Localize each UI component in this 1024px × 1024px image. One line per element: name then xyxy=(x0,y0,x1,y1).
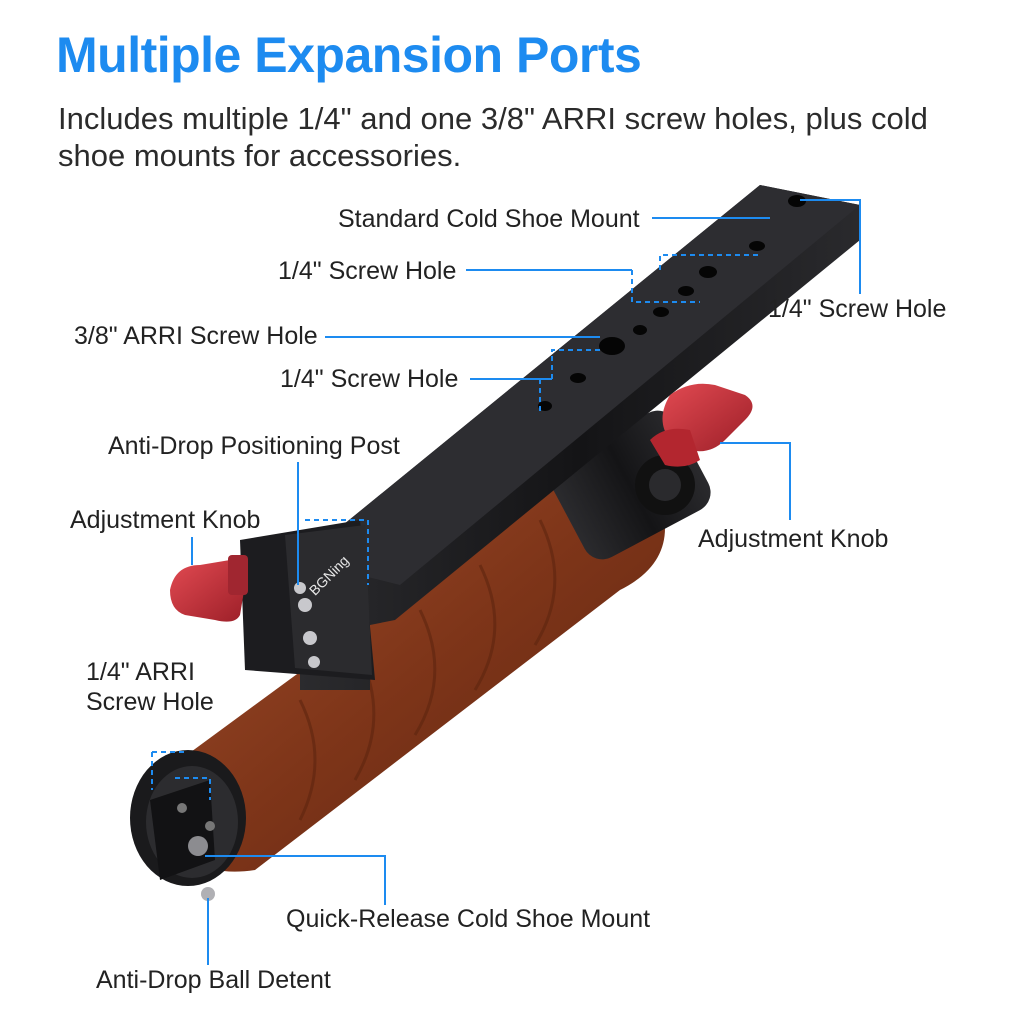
callout-screw-hole-top: 1/4" Screw Hole xyxy=(278,257,457,285)
callout-screw-hole-mid: 1/4" Screw Hole xyxy=(280,365,459,393)
right-adjustment-knob xyxy=(650,383,753,467)
callout-screw-hole-right: 1/4" Screw Hole xyxy=(768,295,947,323)
callout-anti-drop-post: Anti-Drop Positioning Post xyxy=(108,432,400,460)
handle-end-cap xyxy=(130,750,246,901)
callout-adjustment-knob-left: Adjustment Knob xyxy=(70,506,261,534)
left-adjustment-knob xyxy=(170,555,248,622)
leader-lines xyxy=(151,199,861,965)
callout-quick-release: Quick-Release Cold Shoe Mount xyxy=(286,905,651,933)
page-subtitle: Includes multiple 1/4" and one 3/8" ARRI… xyxy=(58,101,928,173)
top-rail xyxy=(300,185,860,690)
front-mount: BGNing xyxy=(240,520,375,680)
callout-arri-38: 3/8" ARRI Screw Hole xyxy=(74,322,318,350)
page-title: Multiple Expansion Ports xyxy=(56,27,642,83)
callout-arri-14: 1/4" ARRI Screw Hole xyxy=(86,658,214,716)
callout-adjustment-knob-right: Adjustment Knob xyxy=(698,525,889,553)
callout-standard-cold-shoe: Standard Cold Shoe Mount xyxy=(338,205,640,233)
callout-ball-detent: Anti-Drop Ball Detent xyxy=(96,966,331,994)
